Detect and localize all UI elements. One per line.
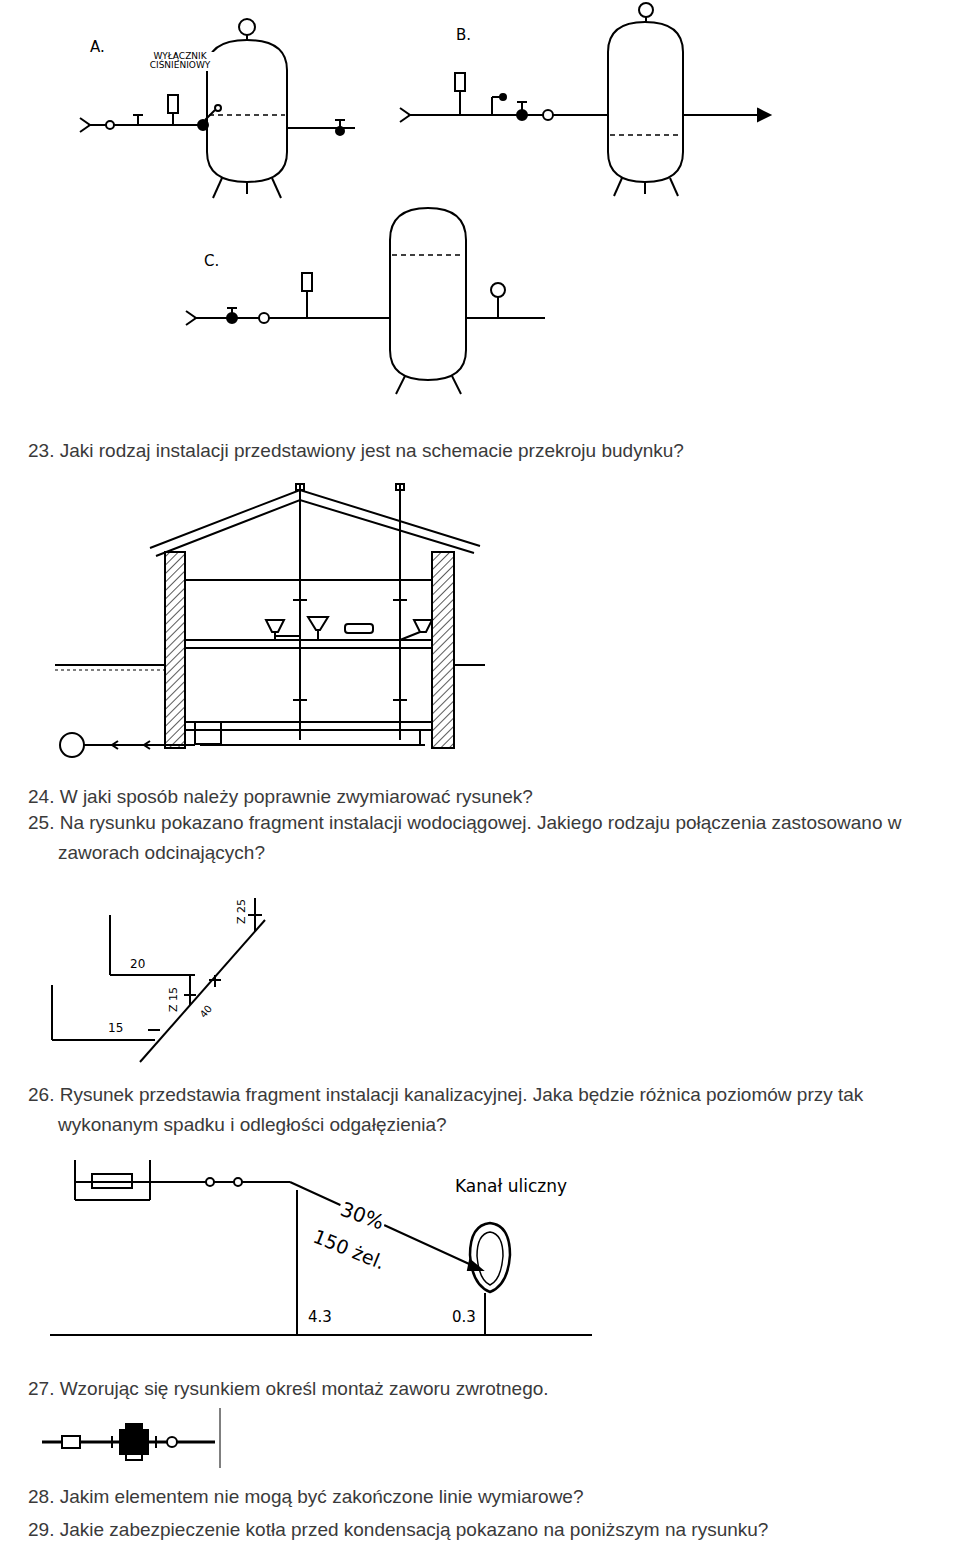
dimension: 20 — [128, 958, 147, 971]
hydrophore-c — [186, 208, 545, 394]
building-section — [55, 484, 485, 757]
dimension: 15 — [106, 1022, 125, 1035]
tank-letter: A. — [88, 40, 107, 56]
tank-letter: B. — [454, 28, 473, 44]
question: 24. W jaki sposób należy poprawnie zwymi… — [28, 782, 943, 812]
check-valve-symbol — [42, 1408, 220, 1468]
question: 26. Rysunek przedstawia fragment instala… — [28, 1080, 958, 1140]
question: 28. Jakim elementem nie mogą być zakończ… — [28, 1482, 943, 1512]
level-mark: 4.3 — [306, 1310, 334, 1326]
question: 27. Wzorując się rysunkiem określ montaż… — [28, 1374, 943, 1404]
question: 23. Jaki rodzaj instalacji przedstawiony… — [28, 436, 943, 466]
sewer-connection — [50, 1160, 592, 1335]
slope: 30% — [336, 1198, 389, 1234]
hydrophore-b — [400, 3, 770, 196]
dimension: 40 — [197, 1002, 216, 1022]
tank-letter: C. — [202, 254, 221, 270]
dimension: Z 15 — [168, 985, 180, 1014]
hydrophore-a — [80, 19, 355, 198]
question: 25. Na rysunku pokazano fragment instala… — [28, 808, 928, 868]
water-pipe-fragment — [52, 898, 265, 1062]
pipe-spec: 150 żel. — [309, 1226, 390, 1274]
question: 29. Jakie zabezpieczenie kotła przed kon… — [28, 1515, 943, 1545]
level-mark: 0.3 — [450, 1310, 478, 1326]
part-name: WYŁĄCZNIK CIŚNIENIOWY — [146, 52, 214, 71]
dimension: Z 25 — [236, 897, 248, 926]
part-name: Kanał uliczny — [453, 1178, 569, 1196]
